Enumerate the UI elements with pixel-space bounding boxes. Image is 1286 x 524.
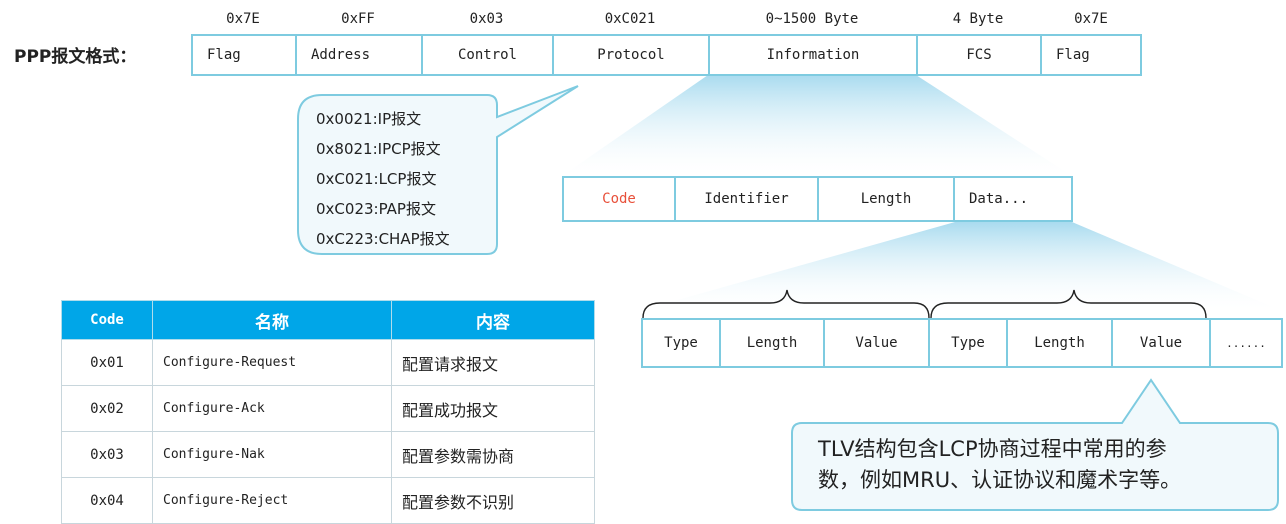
- tlv-more: ......: [1209, 318, 1283, 368]
- lcp-field-code: Code: [562, 176, 676, 222]
- tlv-type: Type: [928, 318, 1008, 368]
- table-row: 0x04 Configure-Reject 配置参数不识别: [61, 477, 595, 524]
- protocol-value: 0xC021: [604, 11, 656, 27]
- ppp-field-protocol: Protocol: [552, 34, 710, 76]
- lcp-code-table: Code 名称 内容 0x01 Configure-Request 配置请求报文…: [61, 300, 595, 524]
- flag-value: 0x7E: [226, 11, 260, 27]
- ppp-field-fcs: FCS: [916, 34, 1042, 76]
- table-row: 0x01 Configure-Request 配置请求报文: [61, 339, 595, 386]
- table-row: 0x02 Configure-Ack 配置成功报文: [61, 385, 595, 432]
- row-content: 配置参数需协商: [391, 431, 595, 478]
- protocol-item: 0xC023:PAP报文: [316, 200, 436, 218]
- tlv-note: TLV结构包含LCP协商过程中常用的参 数，例如MRU、认证协议和魔术字等。: [818, 434, 1181, 496]
- row-name: Configure-Request: [152, 339, 392, 386]
- table-header-code: Code: [61, 300, 153, 340]
- information-expand-funnel: [562, 75, 1072, 176]
- row-code: 0x01: [61, 339, 153, 386]
- tlv-brace-2: [930, 289, 1207, 319]
- row-content: 配置参数不识别: [391, 477, 595, 524]
- protocol-item: 0x8021:IPCP报文: [316, 140, 441, 158]
- row-code: 0x03: [61, 431, 153, 478]
- protocol-item: 0xC021:LCP报文: [316, 170, 437, 188]
- data-expand-funnel: [642, 222, 1280, 310]
- protocol-bubble: [297, 85, 579, 255]
- row-name: Configure-Reject: [152, 477, 392, 524]
- ppp-field-address: Address: [295, 34, 423, 76]
- tlv-note-bubble: [791, 378, 1279, 511]
- tlv-brace-1: [642, 289, 930, 319]
- fcs-value: 4 Byte: [952, 11, 1004, 27]
- protocol-item: 0xC223:CHAP报文: [316, 230, 450, 248]
- flag-end-value: 0x7E: [1074, 11, 1108, 27]
- tlv-note-line: TLV结构包含LCP协商过程中常用的参: [818, 437, 1167, 461]
- lcp-field-data: Data...: [953, 176, 1073, 222]
- ppp-field-control: Control: [421, 34, 554, 76]
- row-code: 0x02: [61, 385, 153, 432]
- control-value: 0x03: [469, 11, 504, 27]
- row-content: 配置请求报文: [391, 339, 595, 386]
- information-value: 0~1500 Byte: [765, 11, 859, 27]
- tlv-length: Length: [719, 318, 825, 368]
- tlv-type: Type: [641, 318, 721, 368]
- address-value: 0xFF: [341, 11, 375, 27]
- protocol-item: 0x0021:IP报文: [316, 110, 422, 128]
- row-code: 0x04: [61, 477, 153, 524]
- ppp-field-flag-end: Flag: [1040, 34, 1142, 76]
- frame-title: PPP报文格式：: [14, 47, 137, 67]
- ppp-field-flag: Flag: [191, 34, 297, 76]
- tlv-length: Length: [1006, 318, 1113, 368]
- lcp-field-length: Length: [817, 176, 955, 222]
- tlv-value: Value: [823, 318, 930, 368]
- ppp-field-information: Information: [708, 34, 918, 76]
- row-content: 配置成功报文: [391, 385, 595, 432]
- row-name: Configure-Ack: [152, 385, 392, 432]
- table-header-content: 内容: [391, 300, 595, 340]
- table-header-name: 名称: [152, 300, 392, 340]
- table-row: 0x03 Configure-Nak 配置参数需协商: [61, 431, 595, 478]
- tlv-value: Value: [1111, 318, 1211, 368]
- tlv-note-line: 数，例如MRU、认证协议和魔术字等。: [818, 468, 1182, 492]
- lcp-field-identifier: Identifier: [674, 176, 819, 222]
- row-name: Configure-Nak: [152, 431, 392, 478]
